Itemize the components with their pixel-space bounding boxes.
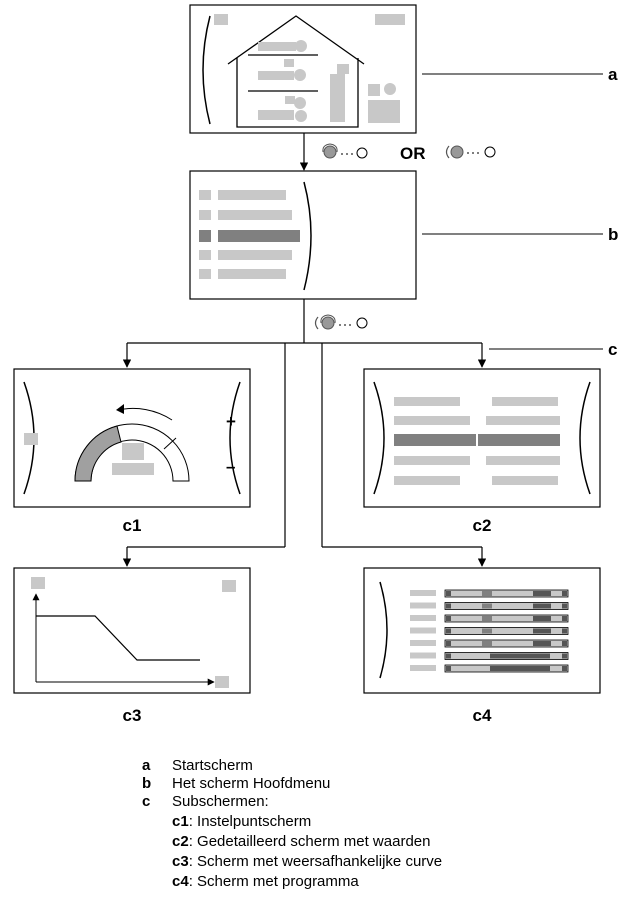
screen-c1-setpoint: + – bbox=[13, 368, 251, 508]
label-c4: c4 bbox=[473, 706, 492, 725]
screen-c3-curve bbox=[13, 567, 251, 694]
schedule-block bbox=[482, 591, 492, 596]
schedule-block bbox=[410, 615, 436, 621]
schedule-block bbox=[444, 614, 569, 623]
schedule-block bbox=[446, 591, 451, 596]
schedule-block bbox=[533, 628, 551, 634]
label-c1: c1 bbox=[123, 516, 142, 535]
rotate-knob-icon bbox=[445, 145, 496, 159]
schedule-block bbox=[533, 603, 551, 609]
label-c: c bbox=[608, 340, 617, 359]
schedule-rows bbox=[410, 589, 569, 673]
schedule-block bbox=[446, 616, 451, 621]
screen-b-main-menu bbox=[189, 170, 417, 300]
screen-c4-schedule bbox=[363, 567, 601, 694]
label-c3: c3 bbox=[123, 706, 142, 725]
schedule-block bbox=[482, 603, 492, 609]
schedule-block bbox=[562, 603, 567, 609]
schedule-block bbox=[410, 627, 436, 634]
heating-curve bbox=[36, 615, 200, 661]
schedule-block bbox=[490, 653, 550, 659]
schedule-block bbox=[562, 666, 567, 671]
schedule-block bbox=[482, 616, 492, 621]
label-b: b bbox=[608, 225, 618, 244]
schedule-block bbox=[490, 666, 550, 671]
schedule-block bbox=[482, 628, 492, 634]
label-c2: c2 bbox=[473, 516, 492, 535]
schedule-block bbox=[444, 602, 569, 610]
label-a: a bbox=[608, 65, 618, 84]
schedule-block bbox=[444, 639, 569, 648]
schedule-block bbox=[446, 653, 451, 659]
schedule-block bbox=[533, 591, 551, 596]
schedule-block bbox=[482, 641, 492, 646]
schedule-block bbox=[446, 628, 451, 634]
schedule-block bbox=[410, 652, 436, 659]
screen-c2-values bbox=[363, 368, 601, 508]
schedule-block bbox=[446, 603, 451, 609]
minus-label: – bbox=[226, 457, 235, 476]
schedule-block bbox=[562, 653, 567, 659]
house-icon bbox=[227, 15, 365, 128]
schedule-block bbox=[562, 628, 567, 634]
schedule-block bbox=[444, 627, 569, 635]
schedule-block bbox=[410, 640, 436, 646]
schedule-block bbox=[446, 666, 451, 671]
schedule-block bbox=[410, 602, 436, 609]
schedule-block bbox=[533, 641, 551, 646]
press-and-hold-icon bbox=[322, 143, 368, 159]
schedule-block bbox=[562, 641, 567, 646]
schedule-block bbox=[410, 665, 436, 671]
schedule-block bbox=[562, 616, 567, 621]
screen-a-home bbox=[189, 4, 417, 134]
or-label: OR bbox=[400, 144, 426, 163]
schedule-block bbox=[562, 591, 567, 596]
schedule-block bbox=[446, 641, 451, 646]
rotate-press-icon bbox=[314, 314, 368, 330]
schedule-block bbox=[444, 589, 569, 598]
schedule-block bbox=[410, 590, 436, 596]
plus-label: + bbox=[226, 412, 236, 431]
schedule-block bbox=[533, 616, 551, 621]
